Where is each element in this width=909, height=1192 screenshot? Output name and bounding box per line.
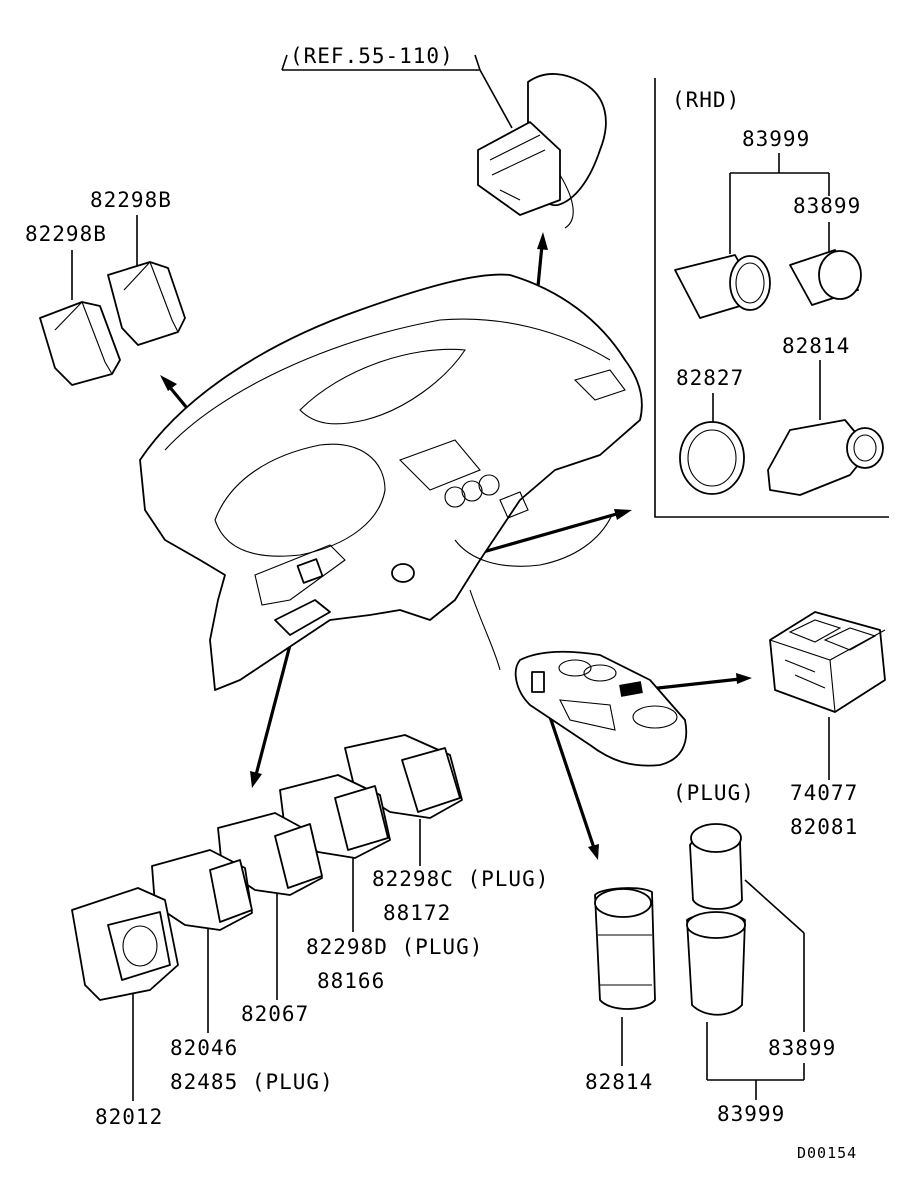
label-82827: 82827 — [676, 366, 744, 390]
lighter-parts-bottom-right — [594, 823, 746, 1016]
label-88172: 88172 — [383, 901, 451, 925]
label-82298c: 82298C (PLUG) — [372, 867, 549, 891]
dashboard-illustration — [139, 273, 643, 691]
label-82046: 82046 — [170, 1036, 238, 1060]
label-82081: 82081 — [790, 815, 858, 839]
rhd-label: (RHD) — [672, 88, 740, 112]
switch-74077 — [769, 611, 886, 713]
drawing-code: D00154 — [797, 1144, 857, 1162]
label-74077: 74077 — [790, 781, 858, 805]
label-82814-rhd: 82814 — [782, 334, 850, 358]
leader-lines — [71, 54, 830, 1101]
rhd-cigar-lighter-parts — [674, 249, 884, 496]
label-83999-rhd: 83999 — [742, 127, 810, 151]
label-82012: 82012 — [95, 1105, 163, 1129]
label-82067: 82067 — [241, 1002, 309, 1026]
steering-column-switch — [477, 73, 607, 229]
center-console — [514, 650, 688, 767]
label-82298b-left: 82298B — [25, 222, 107, 246]
label-83899-rhd: 83899 — [793, 194, 861, 218]
ref-label: (REF.55-110) — [290, 44, 454, 68]
label-82814-bottom: 82814 — [585, 1070, 653, 1094]
label-82485: 82485 (PLUG) — [170, 1070, 334, 1094]
label-82298b-top: 82298B — [90, 188, 172, 212]
rhd-inset-frame — [654, 78, 889, 518]
label-plug-74077: (PLUG) — [673, 781, 755, 805]
switch-82298b-pair — [39, 261, 186, 386]
switch-row-bottom-left — [71, 734, 463, 1001]
label-83899-bottom: 83899 — [768, 1036, 836, 1060]
label-88166: 88166 — [317, 969, 385, 993]
label-82298d: 82298D (PLUG) — [306, 935, 483, 959]
label-83999-bottom: 83999 — [717, 1102, 785, 1126]
